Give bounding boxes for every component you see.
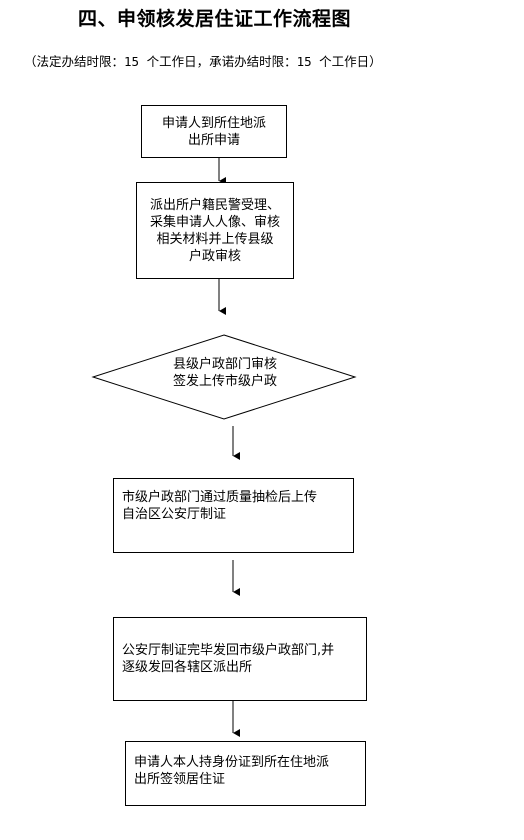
decision-diamond <box>91 334 357 420</box>
step-city-quality-check: 市级户政部门通过质量抽检后上传 自治区公安厅制证 <box>113 478 354 553</box>
step-5-text: 公安厅制证完毕发回市级户政部门,并 逐级发回各辖区派出所 <box>122 643 335 675</box>
time-limit-note: （法定办结时限：15 个工作日，承诺办结时限：15 个工作日） <box>24 54 382 69</box>
step-3-text: 县级户政部门审核 签发上传市级户政 <box>172 357 277 389</box>
step-1-text: 申请人到所住地派 出所申请 <box>161 115 266 148</box>
step-4-text: 市级户政部门通过质量抽检后上传 自治区公安厅制证 <box>122 490 318 522</box>
page-title: 四、申领核发居住证工作流程图 <box>78 8 352 30</box>
step-apply-at-police-station: 申请人到所住地派 出所申请 <box>141 105 287 158</box>
step-card-production-return: 公安厅制证完毕发回市级户政部门,并 逐级发回各辖区派出所 <box>113 617 367 701</box>
step-6-text: 申请人本人持身份证到所在住地派 出所签领居住证 <box>134 755 330 787</box>
step-collect-residence-permit: 申请人本人持身份证到所在住地派 出所签领居住证 <box>125 741 366 806</box>
step-police-accept-review: 派出所户籍民警受理、 采集申请人人像、审核 相关材料并上传县级 户政审核 <box>136 182 294 279</box>
step-2-text: 派出所户籍民警受理、 采集申请人人像、审核 相关材料并上传县级 户政审核 <box>149 197 280 264</box>
